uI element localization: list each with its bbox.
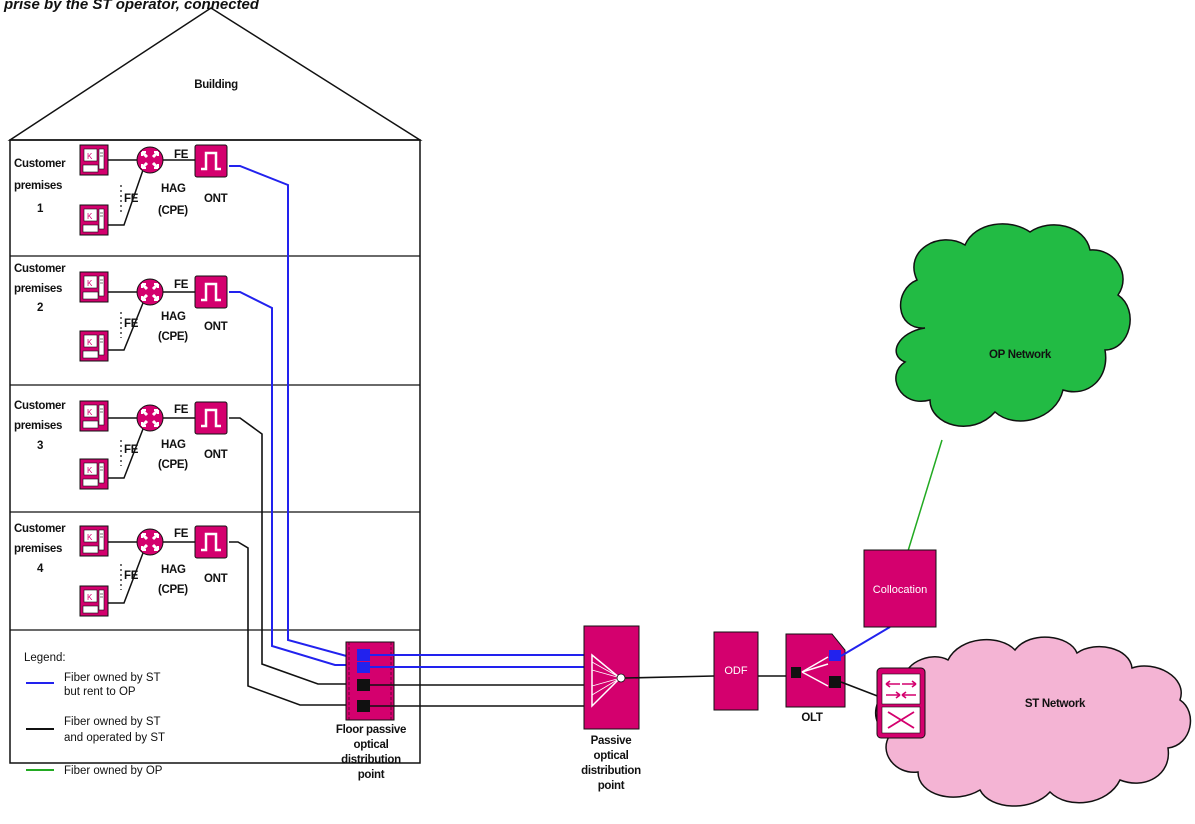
odf-box: [713, 631, 759, 711]
floor-point-label: optical: [354, 739, 389, 751]
pc-icon: [79, 458, 109, 490]
ont-label: ONT: [204, 321, 228, 333]
op-network-label: OP Network: [989, 349, 1052, 361]
ont-icon: [193, 143, 229, 179]
fiber-blue-ont1: [229, 165, 362, 658]
floor-label: Customer: [14, 523, 66, 535]
building-body: [9, 139, 421, 764]
floor-number: 2: [37, 302, 43, 314]
hag-label: HAG: [161, 311, 186, 323]
fiber-green: [907, 439, 943, 552]
pc-icon: [79, 271, 109, 303]
port-blue: [357, 662, 370, 673]
fe-label: FE: [124, 444, 139, 456]
odf-label: ODF: [724, 665, 748, 677]
ont-icon: [193, 524, 229, 560]
router-icon: [135, 145, 165, 175]
ont-icon: [193, 400, 229, 436]
cpe-label: (CPE): [158, 331, 188, 343]
olt-label: OLT: [801, 712, 823, 724]
legend-text: Fiber owned by ST: [64, 672, 161, 684]
floor-label: Customer: [14, 400, 66, 412]
pc-icon: [79, 525, 109, 557]
fe-label: FE: [174, 528, 189, 540]
pod-label: point: [598, 780, 625, 792]
ont-label: ONT: [204, 449, 228, 461]
op-network-cloud: [895, 223, 1131, 427]
floor-number: 4: [37, 563, 44, 575]
port-blue: [829, 650, 841, 661]
floor-3: Customer premises 3 FE FE HAG (CPE) ONT: [14, 400, 229, 490]
fe-label: FE: [124, 318, 139, 330]
port-blue: [357, 649, 370, 661]
fe-label: FE: [174, 279, 189, 291]
pod-label: optical: [594, 750, 629, 762]
fiber-blue: [840, 626, 891, 657]
floor-point-label: point: [358, 769, 385, 781]
hag-label: HAG: [161, 439, 186, 451]
hag-label: HAG: [161, 564, 186, 576]
floor-label: premises: [14, 543, 62, 555]
fe-label: FE: [124, 570, 139, 582]
router-icon: [135, 527, 165, 557]
collocation-box: [863, 549, 937, 628]
cpe-label: (CPE): [158, 584, 188, 596]
pod-label: Passive: [591, 735, 632, 747]
floor-label: premises: [14, 420, 62, 432]
port-black: [791, 667, 801, 678]
fe-label: FE: [174, 404, 189, 416]
pc-icon: [79, 330, 109, 362]
port-black: [357, 679, 370, 691]
legend: Legend: Fiber owned by ST but rent to OP…: [24, 652, 165, 777]
legend-text: Fiber owned by OP: [64, 765, 163, 777]
ont-label: ONT: [204, 573, 228, 585]
fiber-black: [624, 675, 715, 679]
building-roof: [7, 7, 423, 141]
floor-1: Customer premises 1 FE FE HAG (CPE) ONT: [14, 143, 229, 236]
fiber-black: [840, 681, 881, 698]
fiber-blue-ont2: [229, 291, 362, 666]
fiber-black-ont4: [229, 541, 362, 706]
pod-label: distribution: [581, 765, 641, 777]
collocation-label: Collocation: [873, 584, 927, 596]
floor-label: Customer: [14, 158, 66, 170]
legend-text: but rent to OP: [64, 686, 136, 698]
fiber-black-ont3: [229, 417, 362, 685]
router-icon: [135, 277, 165, 307]
pc-icon: [79, 204, 109, 236]
floor-number: 3: [37, 440, 43, 452]
legend-title: Legend:: [24, 652, 66, 664]
floor-label: premises: [14, 180, 62, 192]
floor-label: premises: [14, 283, 62, 295]
cpe-label: (CPE): [158, 205, 188, 217]
port-black: [357, 700, 370, 712]
fe-label: FE: [174, 149, 189, 161]
floor-point-label: distribution: [341, 754, 401, 766]
pc-icon: [79, 144, 109, 176]
building-title: Building: [194, 79, 238, 91]
fe-label: FE: [124, 193, 139, 205]
hag-label: HAG: [161, 183, 186, 195]
st-network-cloud: [874, 636, 1192, 807]
ont-icon: [193, 274, 229, 310]
router-icon: [135, 403, 165, 433]
floor-4: Customer premises 4 FE FE HAG (CPE) ONT: [14, 523, 229, 617]
floor-2: Customer premises 2 FE FE HAG (CPE) ONT: [14, 263, 229, 362]
ont-label: ONT: [204, 193, 228, 205]
floor-number: 1: [37, 203, 44, 215]
pc-icon: [79, 585, 109, 617]
floor-label: Customer: [14, 263, 66, 275]
port-black: [829, 676, 841, 688]
cpe-label: (CPE): [158, 459, 188, 471]
pc-icon: [79, 400, 109, 432]
floor-point-label: Floor passive: [336, 724, 406, 736]
st-network-label: ST Network: [1025, 698, 1086, 710]
legend-text: and operated by ST: [64, 732, 165, 744]
top-caption: prise by the ST operator, connected: [4, 0, 260, 13]
legend-text: Fiber owned by ST: [64, 716, 161, 728]
switch-icon: [876, 667, 926, 739]
